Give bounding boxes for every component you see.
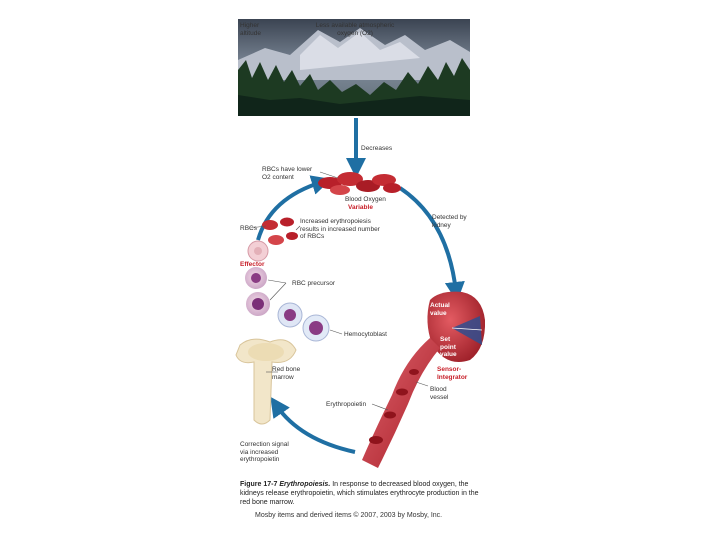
hemocytoblast-label: Hemocytoblast (344, 331, 387, 338)
blood-oxygen-label: Blood Oxygen (345, 196, 386, 203)
to-blood-arrow (256, 175, 332, 241)
figure-title: Erythropoiesis. (279, 481, 331, 488)
to-kidney-arrow (398, 186, 465, 302)
red-bone-marrow-label: Red bone marrow (272, 366, 301, 381)
blood-oxygen-cluster (318, 172, 401, 195)
rbcs-label: RBCs (240, 225, 257, 232)
erythropoietin-label: Erythropoietin (326, 401, 367, 408)
rbcs-low-label: RBCs have lower O2 content (262, 166, 313, 181)
rbc-precursor-label: RBC precursor (292, 280, 335, 287)
mountain-photo (238, 19, 470, 116)
decreases-label: Decreases (361, 145, 393, 152)
detected-by-kidney-label: Detected by kidney (432, 214, 467, 229)
blood-vessel-label: Blood vessel (430, 386, 449, 401)
pointer-lines (249, 171, 429, 411)
higher-altitude-label: Higher altitude (240, 22, 261, 37)
blood-vessel (362, 338, 440, 468)
caption-text: In response to decreased blood oxygen, t… (240, 481, 479, 506)
increased-erythropoiesis-label: Increased erythropoiesis results in incr… (300, 218, 380, 240)
figure-number: Figure 17-7 (240, 481, 278, 488)
bone (235, 338, 297, 425)
less-oxygen-label: Less available atmospheric oxygen (O2) (315, 22, 395, 37)
kidney (427, 291, 486, 362)
effector-label: Effector (240, 261, 265, 268)
sensor-integrator-label: Sensor-Integrator (437, 366, 468, 381)
correction-arrow (270, 396, 356, 454)
actual-value-label: Actual value (430, 302, 450, 317)
correction-signal-label: Correction signal via increased erythrop… (240, 441, 289, 463)
copyright-credit: Mosby items and derived items © 2007, 20… (255, 512, 443, 519)
set-point-value-label: Set point value (440, 336, 457, 358)
figure-caption: Figure 17-7 Erythropoiesis. In response … (240, 480, 490, 507)
variable-label: Variable (348, 204, 373, 211)
rbc-group (262, 217, 298, 245)
rbc-precursor-cells (245, 240, 330, 342)
